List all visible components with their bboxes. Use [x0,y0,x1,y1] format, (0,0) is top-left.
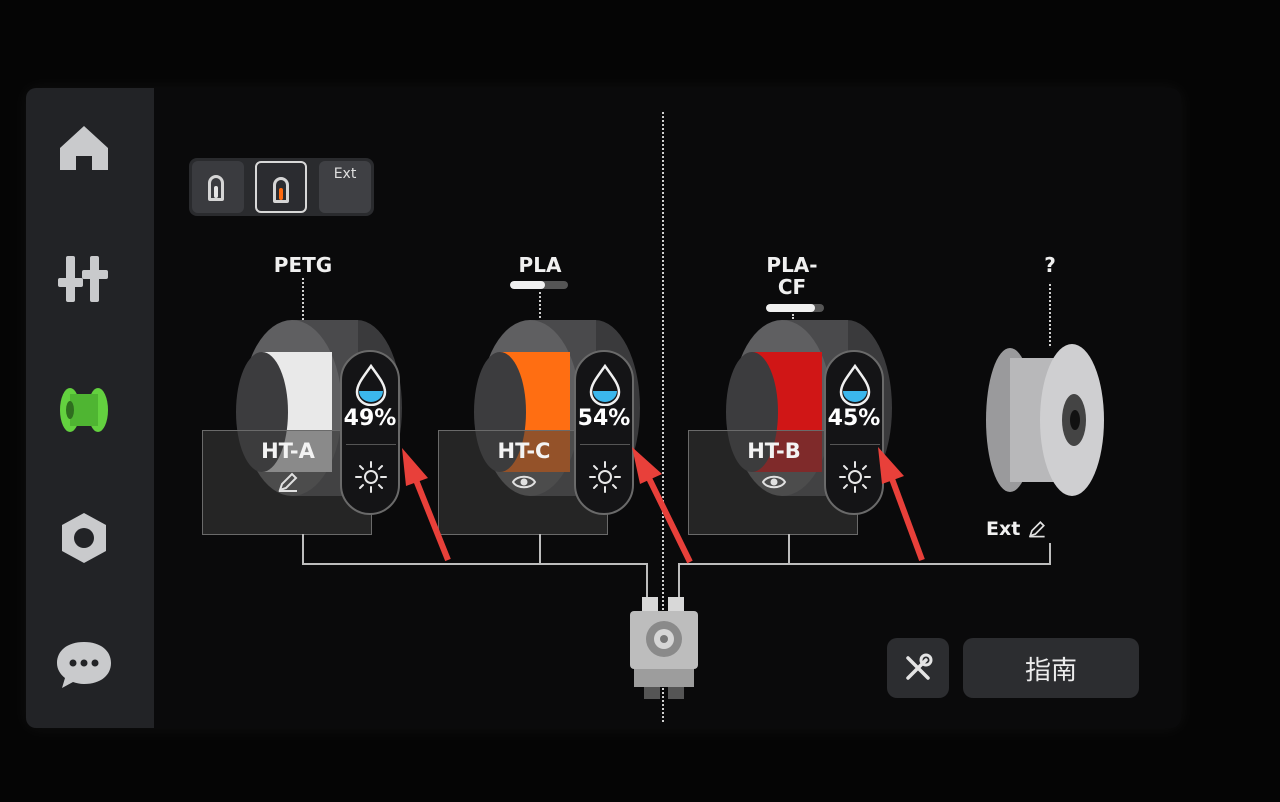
remaining-bar-2 [510,281,568,289]
tools-button[interactable] [887,638,949,698]
unit-switcher: Ext [189,158,374,216]
filament-spool-graphic [986,344,1104,496]
feed-pipe [788,534,790,564]
guide-button[interactable]: 指南 [963,638,1139,698]
ext-label-row[interactable]: Ext [986,518,1048,540]
drying-sun-icon[interactable] [838,460,872,494]
eye-icon[interactable] [511,471,537,493]
unit-slot-icon [208,175,224,201]
toolhead-graphic [630,597,698,699]
lead-line [539,292,541,322]
lead-line [1049,284,1051,346]
sidebar-item-settings[interactable] [52,506,116,570]
unit-tab-ext[interactable]: Ext [319,161,371,213]
chat-bubble-icon [57,642,111,688]
feed-pipe [678,563,1051,565]
unit-slot-icon [273,177,289,203]
humidity-value: 54% [577,406,631,431]
filament-spool-icon [60,388,108,432]
material-label-1: PETG [273,253,333,277]
sidebar-item-filament[interactable] [52,378,116,442]
sidebar-item-controls[interactable] [52,246,116,310]
material-label-3: PLA- CF [766,253,818,299]
feed-pipe [302,534,304,564]
humidity-drop-icon [355,364,387,406]
hex-nut-icon [62,513,106,563]
sliders-icon [58,256,108,302]
feed-pipe [302,563,647,565]
eye-icon[interactable] [761,471,787,493]
remaining-bar-3 [766,304,824,312]
pencil-icon[interactable] [275,471,301,493]
unit-tab-2[interactable] [255,161,307,213]
humidity-pill-2[interactable]: 54% [574,350,634,515]
tools-icon [906,653,933,680]
drying-sun-icon[interactable] [354,460,388,494]
humidity-drop-icon [589,364,621,406]
humidity-pill-3[interactable]: 45% [824,350,884,515]
unit-name: HT-B [747,439,801,463]
humidity-pill-1[interactable]: 49% [340,350,400,515]
ext-label: Ext [986,518,1021,540]
printer-screen: Ext PETG HT-A [26,88,1181,728]
pencil-icon[interactable] [1026,519,1048,539]
humidity-value: 45% [827,406,881,431]
home-icon [60,126,108,170]
lead-line [302,278,304,320]
filament-panel: Ext PETG HT-A [154,88,1181,728]
drying-sun-icon[interactable] [588,460,622,494]
humidity-value: 49% [343,406,397,431]
sidebar-item-home[interactable] [52,116,116,180]
feed-pipe [539,534,541,564]
sidebar-item-messages[interactable] [52,632,116,696]
humidity-drop-icon [839,364,871,406]
unit-name: HT-C [497,439,551,463]
sidebar [26,88,154,728]
unit-name: HT-A [261,439,315,463]
feed-pipe [646,563,648,599]
center-divider [662,112,664,722]
feed-pipe [678,563,680,599]
spool-ext[interactable] [980,340,1110,510]
material-label-2: PLA [518,253,562,277]
material-label-ext: ? [1044,253,1056,277]
unit-tab-1[interactable] [192,161,244,213]
feed-pipe [1049,543,1051,564]
